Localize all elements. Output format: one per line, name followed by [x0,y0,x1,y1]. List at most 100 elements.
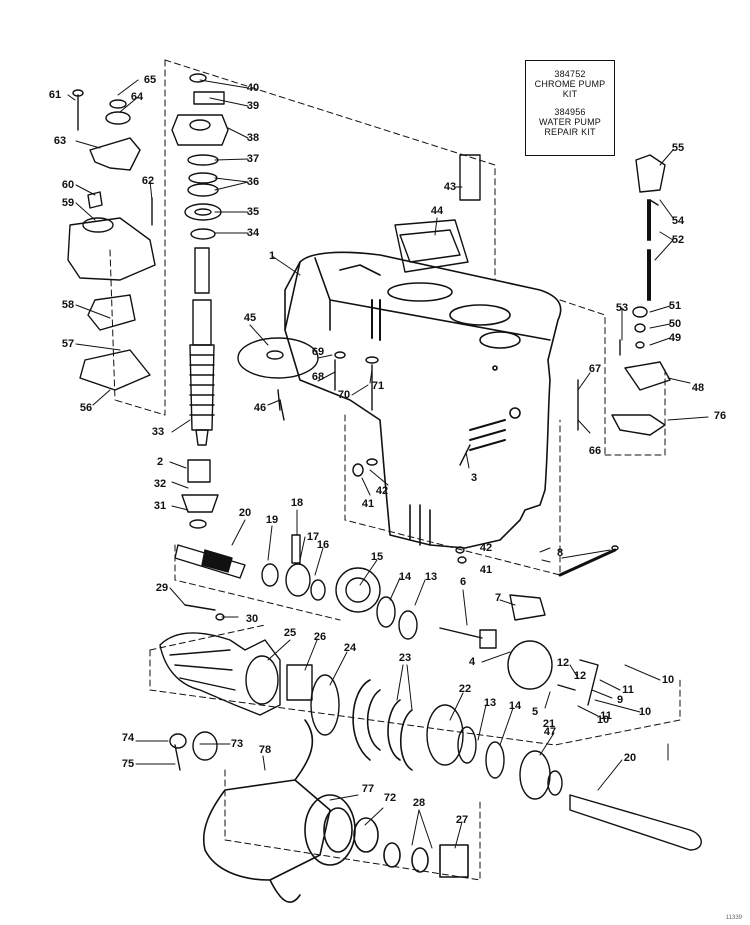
part-label-11: 11 [600,710,612,722]
drawing-code: 11339 [725,915,742,921]
chrome-pump-kit-label: CHROME PUMP [534,79,606,89]
propeller [202,719,469,903]
part-label-35: 35 [246,206,260,218]
part-label-40: 40 [246,82,260,94]
part-label-12: 12 [573,670,587,682]
part-label-53: 53 [615,302,629,314]
gear-train-parts [174,534,619,706]
part-label-49: 49 [668,332,682,344]
part-label-27: 27 [455,814,469,826]
part-label-29: 29 [155,582,169,594]
part-label-10: 10 [596,714,610,726]
part-label-73: 73 [230,738,244,750]
water-pump-kit-label-2: REPAIR KIT [544,127,596,137]
part-label-56: 56 [79,402,93,414]
part-label-57: 57 [61,338,75,350]
part-label-25: 25 [283,627,297,639]
part-label-51: 51 [668,300,682,312]
part-label-1: 1 [268,250,276,262]
part-label-7: 7 [494,592,502,604]
part-label-17: 17 [306,531,320,543]
water-pump-kit-label: WATER PUMP [539,117,601,127]
part-label-76: 76 [713,410,727,422]
part-label-13: 13 [483,697,497,709]
part-label-48: 48 [691,382,705,394]
part-label-37: 37 [246,153,260,165]
part-label-64: 64 [130,91,144,103]
fasteners [169,399,471,771]
part-label-12: 12 [556,657,570,669]
part-label-34: 34 [246,227,260,239]
part-label-67: 67 [588,363,602,375]
part-label-4: 4 [468,656,476,668]
part-label-66: 66 [588,445,602,457]
upper-stack-parts [171,73,229,240]
part-label-30: 30 [245,613,259,625]
chrome-pump-kit-number: 384752 [554,69,586,79]
part-label-24: 24 [343,642,357,654]
part-label-6: 6 [459,576,467,588]
part-label-15: 15 [370,551,384,563]
part-label-31: 31 [153,500,167,512]
part-label-22: 22 [458,683,472,695]
part-label-46: 46 [253,402,267,414]
part-label-65: 65 [143,74,157,86]
part-label-33: 33 [151,426,165,438]
lower-unit-parts [159,632,702,851]
part-label-59: 59 [61,197,75,209]
chrome-pump-kit-label-2: KIT [562,89,578,99]
part-label-36: 36 [246,176,260,188]
part-label-58: 58 [61,299,75,311]
part-label-75: 75 [121,758,135,770]
shift-parts [394,154,671,436]
part-label-18: 18 [290,497,304,509]
part-label-5: 5 [531,706,539,718]
part-label-42: 42 [479,542,493,554]
part-label-10: 10 [661,674,675,686]
part-label-44: 44 [430,205,444,217]
part-label-13: 13 [424,571,438,583]
part-label-3: 3 [470,472,478,484]
drive-shaft [189,247,215,446]
leader-lines [67,79,709,849]
part-label-28: 28 [412,797,426,809]
part-label-69: 69 [311,346,325,358]
part-label-74: 74 [121,732,135,744]
water-pump-parts [67,89,156,391]
part-label-2: 2 [156,456,164,468]
part-label-77: 77 [361,783,375,795]
middle-parts [181,337,379,529]
part-label-21: 21 [542,718,556,730]
part-label-70: 70 [337,389,351,401]
part-label-78: 78 [258,744,272,756]
part-label-39: 39 [246,100,260,112]
part-label-60: 60 [61,179,75,191]
part-label-55: 55 [671,142,685,154]
part-label-41: 41 [479,564,493,576]
part-label-71: 71 [371,380,385,392]
part-label-9: 9 [616,694,624,706]
part-label-26: 26 [313,631,327,643]
part-label-68: 68 [311,371,325,383]
part-label-8: 8 [556,547,564,559]
part-label-32: 32 [153,478,167,490]
part-label-41: 41 [361,498,375,510]
part-label-43: 43 [443,181,457,193]
part-label-52: 52 [671,234,685,246]
part-label-14: 14 [398,571,412,583]
part-label-20: 20 [238,507,252,519]
part-label-38: 38 [246,132,260,144]
part-label-45: 45 [243,312,257,324]
part-label-16: 16 [316,539,330,551]
part-label-63: 63 [53,135,67,147]
part-label-50: 50 [668,318,682,330]
gearcase-housing [284,251,562,549]
part-label-11: 11 [622,684,634,696]
part-label-72: 72 [383,792,397,804]
water-pump-kit-number: 384956 [554,107,586,117]
part-label-20: 20 [623,752,637,764]
part-label-62: 62 [141,175,155,187]
repair-kit-note: 384752 CHROME PUMP KIT 384956 WATER PUMP… [525,60,615,156]
